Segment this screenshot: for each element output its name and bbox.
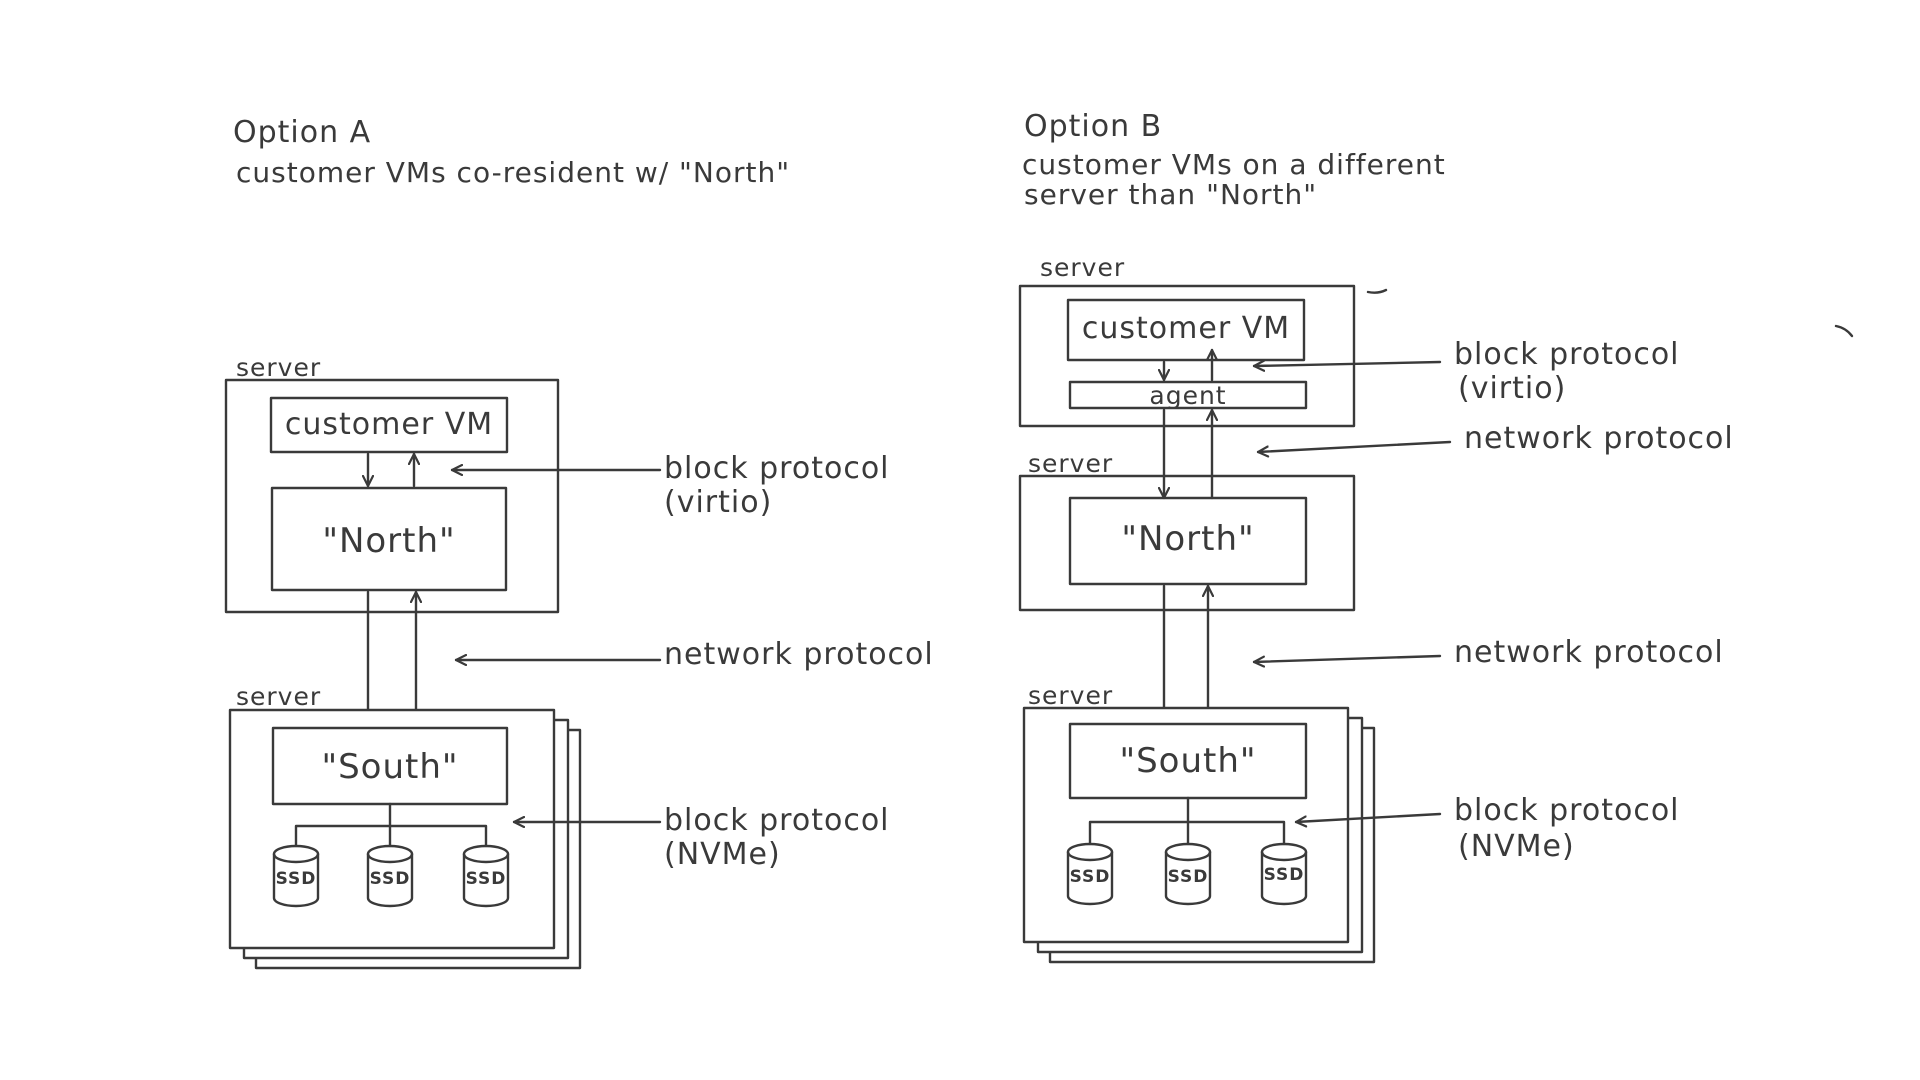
- option-b-bottom-server-label: server: [1028, 681, 1113, 710]
- option-a-block-protocol-nvme-line1: block protocol: [664, 803, 890, 838]
- option-b-agent-label: agent: [1149, 381, 1226, 410]
- option-b-block-protocol-nvme-line1: block protocol: [1454, 793, 1680, 828]
- option-b-block-protocol-virtio-line2: (virtio): [1458, 371, 1566, 406]
- ssd-label: SSD: [276, 869, 317, 889]
- stray-pen-mark: [1366, 288, 1388, 294]
- option-a-south-label: "South": [321, 747, 458, 787]
- option-b-north-label: "North": [1121, 519, 1254, 559]
- option-a-ssd-1: SSD: [272, 844, 320, 908]
- option-b-network-bottom-pointer-arrow: [1252, 654, 1442, 662]
- option-b-network-protocol-top-label: network protocol: [1464, 421, 1734, 456]
- option-a-network-protocol-label: network protocol: [664, 637, 934, 672]
- option-b-block-protocol-nvme-line2: (NVMe): [1458, 829, 1575, 864]
- ssd-label: SSD: [1264, 865, 1305, 885]
- option-a-ssd-3: SSD: [462, 844, 510, 908]
- ssd-label: SSD: [466, 869, 507, 889]
- ssd-label: SSD: [1070, 867, 1111, 887]
- option-b-mid-server-label: server: [1028, 449, 1113, 478]
- option-a-subtitle: customer VMs co-resident w/ "North": [236, 156, 790, 189]
- option-a-block-protocol-virtio-line2: (virtio): [664, 485, 772, 520]
- option-b-subtitle-line1: customer VMs on a different: [1022, 148, 1446, 181]
- option-b-ssd-2: SSD: [1164, 842, 1212, 906]
- option-b-customer-vm-label: customer VM: [1082, 311, 1290, 346]
- option-a-ssd-bus: [294, 802, 488, 848]
- option-b-network-top-pointer-arrow: [1258, 440, 1452, 452]
- option-b-south-label: "South": [1119, 741, 1256, 781]
- option-b-network-protocol-bottom-label: network protocol: [1454, 635, 1724, 670]
- option-a-top-server-box: [224, 378, 560, 614]
- option-b-ssd-bus: [1088, 796, 1286, 846]
- option-a-block-protocol-virtio-line1: block protocol: [664, 451, 890, 486]
- option-b-north-box: [1068, 496, 1308, 586]
- option-a-ssd-2: SSD: [366, 844, 414, 908]
- option-b-ssd-3: SSD: [1260, 842, 1308, 906]
- option-b-virtio-pointer-arrow: [1252, 362, 1442, 366]
- option-b: Option B customer VMs on a different ser…: [1018, 109, 1734, 964]
- option-b-nvme-pointer-arrow: [1296, 812, 1442, 822]
- option-a-block-protocol-nvme-line2: (NVMe): [664, 837, 781, 872]
- option-a-customer-vm-box: [269, 396, 509, 454]
- option-a: Option A customer VMs co-resident w/ "No…: [224, 115, 934, 970]
- option-b-top-server-label: server: [1040, 253, 1125, 282]
- option-a-top-server-label: server: [236, 353, 321, 382]
- option-b-subtitle-line2: server than "North": [1024, 178, 1317, 211]
- option-a-title: Option A: [233, 115, 371, 150]
- option-a-north-label: "North": [322, 521, 455, 561]
- option-b-customer-vm-box: [1066, 298, 1306, 362]
- option-a-bottom-server-label: server: [236, 682, 321, 711]
- option-b-block-protocol-virtio-line1: block protocol: [1454, 337, 1680, 372]
- ssd-label: SSD: [370, 869, 411, 889]
- option-b-top-server-box: [1018, 284, 1356, 428]
- stray-pen-mark: [1834, 324, 1854, 338]
- option-a-customer-vm-label: customer VM: [285, 407, 493, 442]
- option-b-title: Option B: [1024, 109, 1162, 144]
- option-a-bottom-server-box: [228, 708, 556, 950]
- option-b-mid-server-box: [1018, 474, 1356, 612]
- option-b-agent-box: [1068, 380, 1308, 410]
- option-b-ssd-1: SSD: [1066, 842, 1114, 906]
- option-a-north-box: [270, 486, 508, 592]
- ssd-label: SSD: [1168, 867, 1209, 887]
